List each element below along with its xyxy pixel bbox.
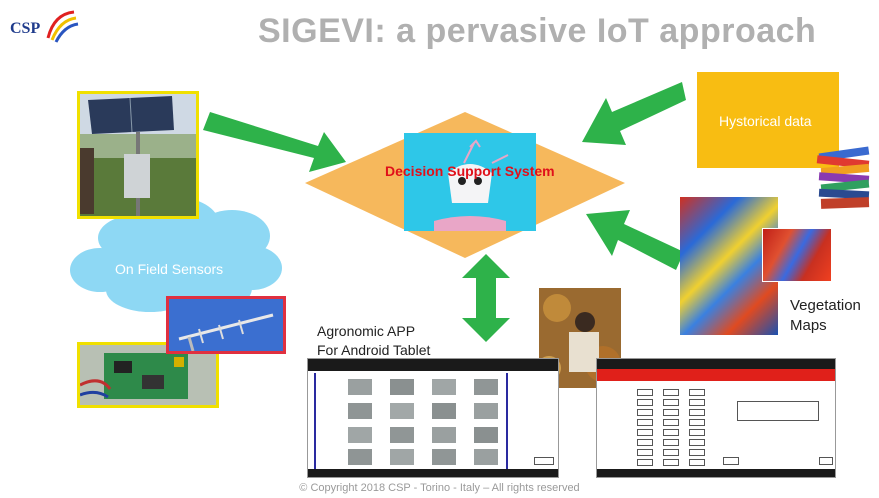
- dss-image: [404, 133, 536, 231]
- electronics-board-photo: [77, 342, 219, 408]
- arrow-dss-app-bidirectional: [462, 254, 510, 342]
- sensors-cloud: [70, 198, 282, 312]
- arrow-history-to-dss: [582, 82, 686, 145]
- document-stack-image: [813, 140, 875, 212]
- vegetation-map-large: [680, 197, 778, 335]
- vegetation-maps-label: Vegetation Maps: [790, 297, 861, 334]
- arrow-vegetation-to-dss: [586, 210, 684, 270]
- dss-label: Decision Support System: [385, 163, 555, 179]
- solar-panel-photo: [77, 91, 199, 219]
- on-field-sensors-label: On Field Sensors: [115, 261, 224, 277]
- vegetation-map-small: [762, 228, 832, 282]
- copyright-footer: © Copyright 2018 CSP - Torino - Italy – …: [299, 482, 580, 494]
- agronomic-app-label: Agronomic APP For Android Tablet: [317, 323, 431, 358]
- logo-text: CSP: [10, 20, 41, 37]
- historical-data-box: [697, 72, 839, 168]
- arrow-sensors-to-dss: [203, 112, 346, 172]
- historical-data-label: Hystorical data: [719, 113, 812, 129]
- antenna-photo: [166, 296, 286, 354]
- app-screenshot-form: [596, 358, 836, 478]
- page-title: SIGEVI: a pervasive IoT approach: [258, 12, 817, 50]
- app-screenshot-grid: [307, 358, 559, 478]
- csp-logo: [8, 8, 80, 52]
